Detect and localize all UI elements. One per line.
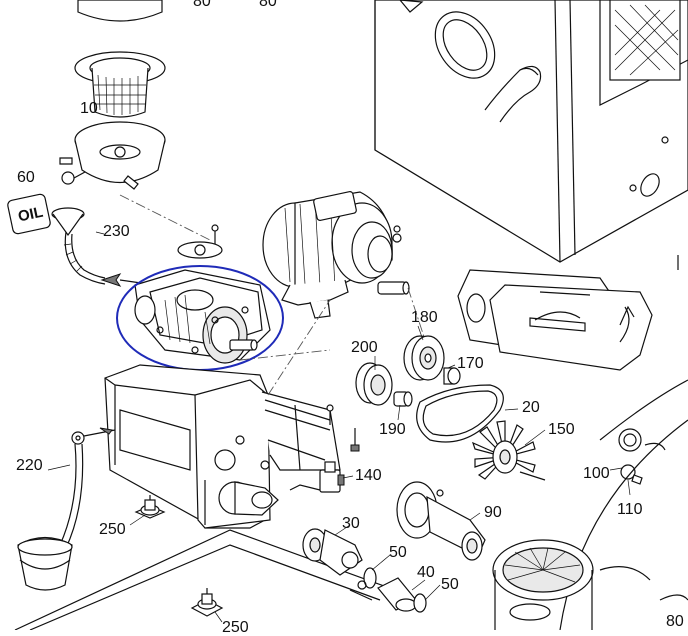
label-180-pulley: 180 [411, 309, 438, 326]
label-60-oil-cap: 60 [17, 169, 35, 186]
oil-cap [7, 193, 51, 235]
label-250-mount-bottom: 250 [222, 619, 249, 636]
label-140-valve: 140 [355, 467, 382, 484]
right-tank [492, 379, 688, 631]
label-220-drain-hose: 220 [16, 457, 43, 474]
mount-250-bottom [190, 588, 224, 617]
pulley-200 [355, 362, 393, 406]
oil-filler-funnel [51, 207, 156, 287]
label-200-pulley: 200 [351, 339, 378, 356]
air-filter-assembly [59, 0, 211, 241]
ring-50 [349, 567, 377, 601]
shaft-90 [396, 481, 486, 561]
fan-150 [472, 420, 546, 481]
v-belt-20 [416, 384, 504, 443]
label-90-shaft: 90 [484, 504, 502, 521]
electric-motor [262, 191, 431, 356]
compressor-pump [134, 224, 271, 364]
label-20-belt: 20 [522, 399, 540, 416]
label-80-top-left: 80 [193, 0, 211, 10]
label-150-fan: 150 [548, 421, 575, 438]
belt-guard [457, 269, 653, 371]
label-40-sleeve: 40 [417, 564, 435, 581]
label-110-fitting: 110 [617, 501, 643, 518]
flange-30 [218, 481, 363, 576]
label-100-gauge: 100 [583, 465, 610, 482]
label-190-bushing: 190 [379, 421, 406, 438]
label-30-flange: 30 [342, 515, 360, 532]
bushing-170 [443, 367, 461, 385]
label-80-top-mid: 80 [259, 0, 277, 10]
label-50-ring-lower: 50 [441, 576, 459, 593]
label-230-filler: 230 [103, 223, 130, 240]
label-50-ring-upper: 50 [389, 544, 407, 561]
label-170-bushing: 170 [457, 355, 484, 372]
label-10-filter: 10 [80, 100, 98, 117]
label-250-mount-left: 250 [99, 521, 126, 538]
sleeve-40 [377, 577, 427, 613]
bushing-190 [393, 391, 413, 407]
gauge-100 [618, 428, 666, 485]
drain-hose-220 [17, 427, 116, 591]
leader-lines [47, 231, 631, 623]
mount-250-left [134, 495, 166, 519]
valve-140 [289, 461, 345, 493]
pulley-180 [403, 335, 445, 381]
cabinet-housing [374, 0, 688, 270]
label-80-bottom-right: 80 [666, 613, 684, 630]
